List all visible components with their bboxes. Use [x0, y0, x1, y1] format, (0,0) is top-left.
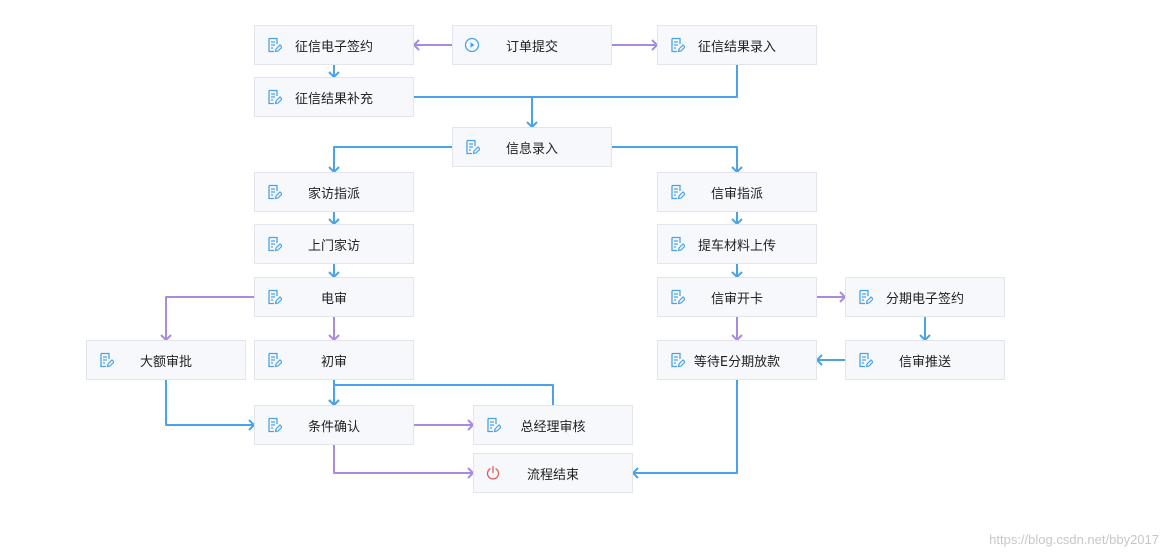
- node-label: 征信电子签约: [294, 39, 373, 55]
- edge-line: [333, 146, 452, 172]
- node-order-submit[interactable]: 订单提交: [452, 25, 612, 65]
- edit-icon: [266, 417, 283, 433]
- node-phone-review[interactable]: 电审: [254, 277, 414, 317]
- node-flow-end[interactable]: 流程结束: [473, 453, 633, 493]
- edge-credit-sign-to-credit-supplement: [328, 65, 340, 79]
- edge-installment-sign-to-credit-push: [919, 317, 931, 342]
- node-credit-result[interactable]: 征信结果录入: [657, 25, 817, 65]
- edge-line: [531, 65, 738, 127]
- edge-card-open-to-installment-sign: [817, 291, 847, 303]
- node-label: 等待E分期放款: [693, 354, 781, 370]
- node-condition-confirm[interactable]: 条件确认: [254, 405, 414, 445]
- edge-credit-assign-to-material-upload: [731, 212, 743, 226]
- play-icon: [464, 37, 480, 53]
- edit-icon: [669, 184, 686, 200]
- node-credit-assign[interactable]: 信审指派: [657, 172, 817, 212]
- edit-icon: [266, 352, 283, 368]
- node-gm-review[interactable]: 总经理审核: [473, 405, 633, 445]
- node-label: 总经理审核: [520, 419, 586, 435]
- node-large-approval[interactable]: 大额审批: [86, 340, 246, 380]
- edit-icon: [266, 89, 283, 105]
- edge-line: [612, 146, 738, 172]
- edge-phone-review-to-large-approval: [160, 296, 254, 342]
- node-home-visit-assign[interactable]: 家访指派: [254, 172, 414, 212]
- node-credit-sign[interactable]: 征信电子签约: [254, 25, 414, 65]
- node-label: 初审: [320, 354, 347, 370]
- edge-large-approval-to-condition-confirm: [165, 380, 256, 431]
- edge-order-submit-to-credit-sign: [412, 39, 452, 51]
- node-info-entry[interactable]: 信息录入: [452, 127, 612, 167]
- node-card-open[interactable]: 信审开卡: [657, 277, 817, 317]
- edge-condition-confirm-to-flow-end: [333, 445, 475, 479]
- edit-icon: [266, 37, 283, 53]
- edge-wait-loan-to-flow-end: [631, 380, 738, 479]
- node-label: 上门家访: [307, 238, 360, 254]
- edit-icon: [485, 417, 502, 433]
- edge-card-open-to-wait-loan: [731, 317, 743, 342]
- edit-icon: [669, 352, 686, 368]
- edge-info-entry-to-home-visit-assign: [328, 146, 452, 174]
- edge-line: [333, 384, 554, 405]
- edit-icon: [669, 289, 686, 305]
- node-first-review[interactable]: 初审: [254, 340, 414, 380]
- node-label: 电审: [320, 291, 347, 307]
- edge-arrowhead: [412, 39, 420, 51]
- node-label: 流程结束: [526, 467, 579, 483]
- edge-line: [165, 380, 254, 426]
- edge-arrowhead: [815, 354, 823, 366]
- power-icon: [485, 465, 501, 481]
- node-label: 信息录入: [505, 141, 558, 157]
- edge-line: [633, 380, 738, 474]
- edge-credit-push-to-wait-loan: [815, 354, 845, 366]
- edge-line: [165, 296, 254, 340]
- edge-gm-review-to-condition-confirm: [328, 384, 554, 407]
- node-label: 信审开卡: [710, 291, 763, 307]
- edge-line: [333, 445, 473, 474]
- node-label: 征信结果录入: [697, 39, 776, 55]
- edit-icon: [464, 139, 481, 155]
- edit-icon: [266, 236, 283, 252]
- edit-icon: [266, 184, 283, 200]
- edge-condition-confirm-to-gm-review: [414, 419, 475, 431]
- node-label: 大额审批: [139, 354, 192, 370]
- node-label: 信审指派: [710, 186, 763, 202]
- node-credit-push[interactable]: 信审推送: [845, 340, 1005, 380]
- node-label: 家访指派: [307, 186, 360, 202]
- edge-phone-review-to-first-review: [328, 317, 340, 342]
- node-home-visit[interactable]: 上门家访: [254, 224, 414, 264]
- edge-home-visit-assign-to-home-visit: [328, 212, 340, 226]
- watermark: https://blog.csdn.net/bby2017: [989, 532, 1159, 547]
- edit-icon: [266, 289, 283, 305]
- edge-arrowhead: [631, 467, 639, 479]
- edge-home-visit-to-phone-review: [328, 264, 340, 279]
- node-material-upload[interactable]: 提车材料上传: [657, 224, 817, 264]
- edit-icon: [98, 352, 115, 368]
- edge-material-upload-to-card-open: [731, 264, 743, 279]
- edit-icon: [669, 236, 686, 252]
- node-label: 提车材料上传: [697, 238, 776, 254]
- node-label: 订单提交: [505, 39, 558, 55]
- edit-icon: [857, 289, 874, 305]
- edge-credit-result-to-info-entry: [526, 65, 738, 129]
- node-label: 信审推送: [898, 354, 951, 370]
- edit-icon: [857, 352, 874, 368]
- node-credit-supplement[interactable]: 征信结果补充: [254, 77, 414, 117]
- edit-icon: [669, 37, 686, 53]
- node-label: 条件确认: [307, 419, 360, 435]
- node-label: 分期电子签约: [885, 291, 964, 307]
- node-wait-loan[interactable]: 等待E分期放款: [657, 340, 817, 380]
- edge-info-entry-to-credit-assign: [612, 146, 743, 174]
- edge-order-submit-to-credit-result: [612, 39, 659, 51]
- node-label: 征信结果补充: [294, 91, 373, 107]
- node-installment-sign[interactable]: 分期电子签约: [845, 277, 1005, 317]
